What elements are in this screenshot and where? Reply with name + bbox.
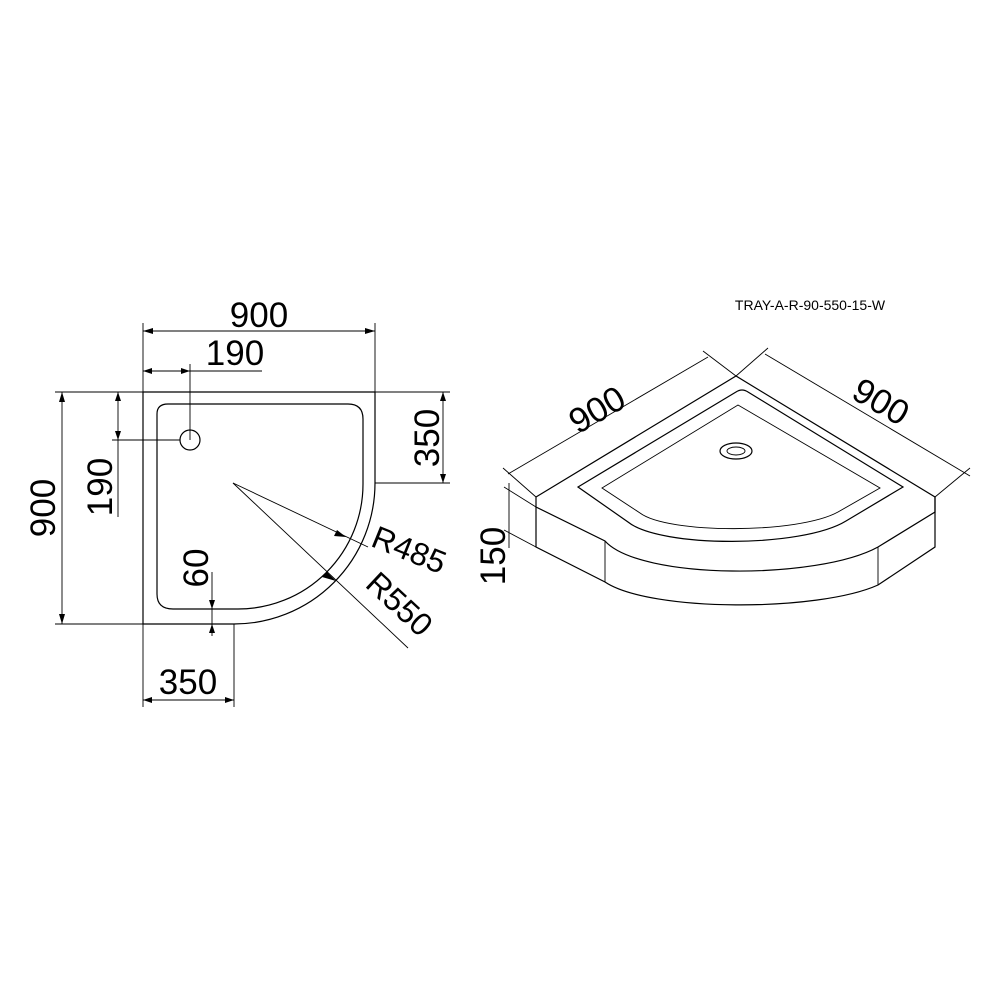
tray-inner-outline [156,403,364,610]
iso-inner-basin [576,389,905,542]
dim-width-label: 900 [230,296,288,335]
arrow-head [365,328,375,334]
dim-drain-x-label: 190 [206,334,264,373]
arrow-head [115,392,121,401]
plan-view: 900 190 900 190 350 350 [24,296,451,707]
arrow-head [115,431,121,440]
arrow-head [209,624,215,633]
arrow-head [181,368,190,374]
dim-depth-label: 900 [24,479,63,537]
arrow-head [143,328,153,334]
dim-iso-left-label: 900 [562,379,632,442]
iso-view: TRAY-A-R-90-550-15-W 900 900 150 [474,297,971,606]
iso-inner-floor [601,404,881,530]
model-code: TRAY-A-R-90-550-15-W [735,297,886,313]
leader-inner-radius [232,482,369,548]
arrow-head [209,600,215,609]
iso-drain-inner [726,446,746,456]
dim-iso-right-label: 900 [846,371,916,434]
arrow-head [59,614,65,624]
leader-outer-radius [232,482,409,649]
ext-line [502,467,537,498]
ext-line [503,529,537,548]
iso-drain [719,442,753,460]
arrow-head [322,572,336,581]
ext-line [503,486,537,508]
arrow-head [440,392,446,401]
arrow-head [143,697,152,703]
iso-base [535,497,936,606]
arrow-head [334,530,346,537]
arrow-head [225,697,234,703]
dim-straight-bottom-label: 350 [159,663,217,702]
tray-outer-outline [142,391,376,625]
dim-line-iso-left [507,356,709,475]
dim-inner-offset-label: 60 [177,549,216,588]
dim-straight-right-label: 350 [408,409,447,467]
arrow-head [59,392,65,402]
ext-line [934,467,971,498]
dim-iso-height-label: 150 [474,527,513,585]
dim-line-iso-right [764,353,971,477]
arrow-head [440,474,446,483]
arrow-head [143,368,152,374]
dim-drain-y-label: 190 [81,458,120,516]
ext-line [735,347,769,377]
ext-line [702,350,737,377]
